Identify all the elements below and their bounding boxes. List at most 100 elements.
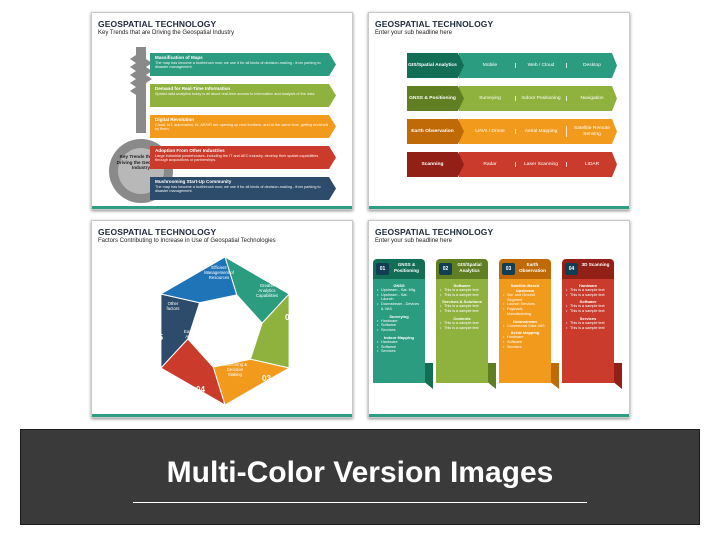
column-header: 01 GNSS & Positioning [373, 259, 425, 279]
bullet-item: Commercial Data VAS [503, 324, 547, 329]
key-caption: Key Trends that are Driving the Geospati… [116, 154, 166, 171]
trend-title: Mushrooming Start-Up Community [155, 179, 232, 184]
slide-title: GEOSPATIAL TECHNOLOGY [375, 19, 494, 29]
hexagon-segment [159, 256, 238, 304]
bullet-item: Launch Services [503, 302, 547, 307]
banner-text: Multi-Color Version Images [166, 456, 554, 489]
slide-title: GEOSPATIAL TECHNOLOGY [375, 227, 494, 237]
category-cell: Radar [483, 161, 497, 167]
section-heading: Hardware [578, 283, 598, 288]
column-title: GNSS & Positioning [393, 262, 419, 273]
segment-number: 02 [285, 313, 294, 322]
section-heading: Indoor Mapping [384, 334, 414, 340]
category-cell: Satellite Remote Sensing [566, 126, 617, 138]
bullet-item: Services [377, 328, 421, 333]
segment-text: Web-based Technology to Disseminate data… [288, 333, 316, 354]
column-fold [425, 363, 433, 389]
category-cell: Aerial Mapping [515, 129, 566, 135]
bullet-list: Upstream - Sat. Mfg.Upstream - Sat. Laun… [377, 288, 421, 312]
section-heading: Aerial Mapping [510, 330, 540, 336]
category-cell: Navigation [566, 96, 617, 102]
slide-thumbnail-columns[interactable]: GEOSPATIAL TECHNOLOGY Enter your sub hea… [368, 220, 630, 418]
bullet-item: This is a sample text [440, 309, 484, 314]
bullet-item: Upstream - Sat. Launch [377, 293, 421, 302]
bullet-item: Software [377, 345, 421, 350]
trend-title: Massification of Maps [155, 55, 203, 60]
slide-subtitle: Factors Contributing to Increase in Use … [98, 238, 276, 244]
segment-number: 04 [196, 385, 205, 394]
section-heading: Satellite-Based Upstream [510, 283, 540, 293]
column-body: HardwareThis is a sample textThis is a s… [562, 279, 614, 383]
segment-text: Efficient Management of Resources [204, 265, 234, 281]
bullet-list: HardwareSoftwareServices [377, 340, 421, 354]
trend-description: Cloud, IoT, automation, AI, AR/VR are op… [155, 122, 328, 132]
bullet-item: This is a sample text [566, 309, 610, 314]
slide-subtitle: Enter your sub headline here [375, 30, 453, 36]
section-heading: GNSS [393, 283, 405, 288]
bullet-item: Services [377, 349, 421, 354]
section-heading: Surveying [389, 313, 409, 319]
category-cell: Web / Cloud [515, 63, 566, 69]
slide-subtitle: Enter your sub headline here [375, 238, 453, 244]
bullet-list: Sat. and Ground SegmentLaunch ServicesPa… [503, 293, 547, 317]
section-heading: Services & Solutions [442, 299, 482, 305]
slide-title: GEOSPATIAL TECHNOLOGY [98, 19, 217, 29]
category-label: Scanning [407, 152, 464, 177]
bullet-list: HardwareSoftwareServices [503, 335, 547, 349]
trend-description: The map has become a toothbrush now; we … [155, 60, 321, 70]
trend-title: Demand for Real-Time Information [155, 86, 231, 91]
bullet-list: This is a sample textThis is a sample te… [440, 288, 484, 297]
slide-title: GEOSPATIAL TECHNOLOGY [98, 227, 217, 237]
bullet-item: This is a sample text [440, 304, 484, 309]
bullet-list: This is a sample textThis is a sample te… [566, 321, 610, 330]
bullet-item: This is a sample text [440, 293, 484, 298]
column-title: 3D Scanning [581, 262, 610, 267]
category-cell: Mobile [482, 62, 498, 68]
segment-text: Efficient Monitoring & Decision Making [222, 357, 248, 378]
section-heading: Services [579, 315, 597, 321]
bullet-item: This is a sample text [566, 326, 610, 331]
bullet-list: Commercial Data VAS [503, 324, 547, 329]
bullet-item: Sat. and Ground Segment [503, 293, 547, 302]
column-fold [488, 363, 496, 389]
bullet-item: This is a sample text [440, 326, 484, 331]
bullet-item: Hardware [377, 340, 421, 345]
segment-number: 06 [178, 273, 187, 282]
slide-thumbnail-categories[interactable]: GEOSPATIAL TECHNOLOGY Enter your sub hea… [368, 12, 630, 210]
segment-number: 03 [262, 374, 271, 383]
trend-description: Large industrial powerhouses, including … [155, 153, 319, 163]
slide-thumbnail-factors[interactable]: GEOSPATIAL TECHNOLOGY Factors Contributi… [91, 220, 353, 418]
column-number: 02 [439, 263, 452, 275]
column-body: GNSSUpstream - Sat. Mfg.Upstream - Sat. … [373, 279, 425, 383]
hexagon-diagram [159, 255, 291, 407]
column-body: Satellite-Based UpstreamSat. and Ground … [499, 279, 551, 383]
segment-number: 05 [154, 333, 163, 342]
bullet-list: This is a sample textThis is a sample te… [440, 304, 484, 313]
section-heading: Contents [453, 315, 471, 321]
segment-text: Easy to Adopt [183, 329, 199, 340]
column-title: Earth Observation [519, 262, 546, 273]
category-cell: LIDAR [566, 162, 617, 168]
category-cell: Indoor Positioning [515, 96, 566, 102]
column-number: 01 [376, 263, 389, 275]
bullet-item: Services [503, 345, 547, 350]
slide-thumbnail-key-trends[interactable]: GEOSPATIAL TECHNOLOGY Key Trends that ar… [91, 12, 353, 210]
column-number: 04 [565, 263, 578, 275]
category-cell: Surveying [479, 95, 501, 101]
